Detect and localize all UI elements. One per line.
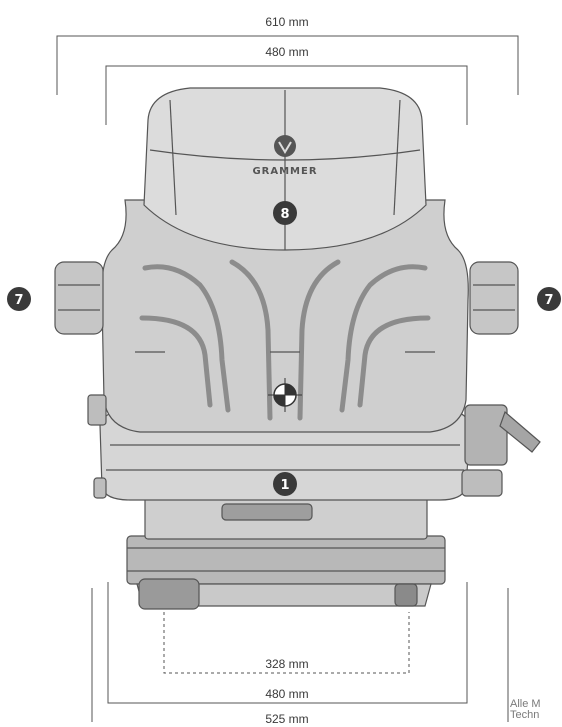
dim-label-top-inner: 480 mm	[265, 45, 308, 59]
footnote: Alle M Techn	[510, 699, 541, 721]
backrest	[101, 87, 469, 433]
dim-label-bottom-feet: 328 mm	[265, 657, 308, 671]
footnote-line-2: Techn	[510, 709, 540, 721]
brand-text: GRAMMER	[252, 166, 317, 177]
bottom-dimension-328	[163, 612, 410, 674]
armrest-left	[54, 261, 107, 499]
dim-label-top-outer: 610 mm	[265, 15, 308, 29]
center-mark-icon	[268, 378, 302, 412]
svg-text:8: 8	[280, 207, 289, 222]
dim-label-bottom-mid: 480 mm	[265, 687, 308, 701]
svg-text:7: 7	[544, 293, 553, 308]
svg-text:1: 1	[280, 478, 289, 493]
footnote-line-1: Alle M	[510, 698, 541, 710]
top-dimension-480	[105, 65, 468, 125]
armrest-right	[461, 261, 541, 497]
top-dimension-610	[56, 35, 519, 95]
badge-armrest-right: 7	[537, 287, 561, 311]
grammer-logo-icon	[274, 135, 296, 157]
seat-base	[126, 496, 446, 610]
badge-cushion: 1	[273, 472, 297, 496]
svg-text:7: 7	[14, 293, 23, 308]
badge-backrest: 8	[273, 201, 297, 225]
dim-label-bottom-outer: 525 mm	[265, 712, 308, 726]
bottom-dimension-525	[91, 588, 509, 722]
bottom-dimension-480	[107, 582, 468, 704]
badge-armrest-left: 7	[7, 287, 31, 311]
